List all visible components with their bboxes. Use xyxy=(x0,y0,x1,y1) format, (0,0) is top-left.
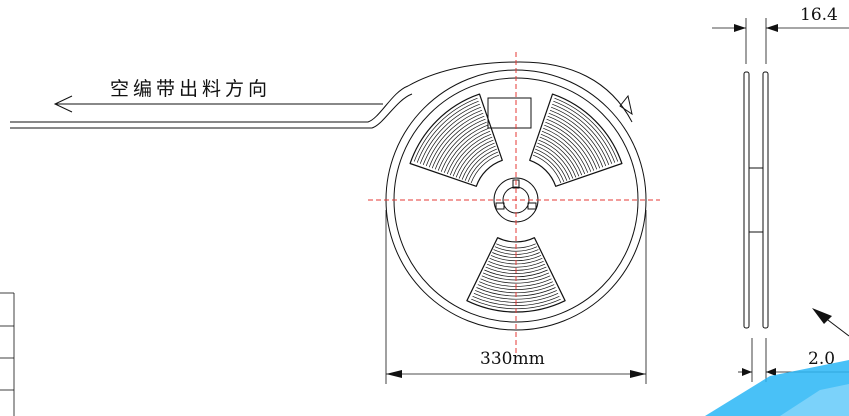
hub-label: 2.0 xyxy=(808,349,835,369)
sector-hatch-line xyxy=(494,246,538,252)
sector-hatch-line xyxy=(475,290,557,300)
partial-table xyxy=(0,292,15,416)
sector-hatch-line xyxy=(549,109,607,167)
sector-hatch-line xyxy=(538,139,577,178)
sector-hatch-line xyxy=(543,127,589,173)
sector-hatch-line xyxy=(533,151,565,183)
sector-hatch-line xyxy=(446,130,491,175)
sector-hatch-line xyxy=(537,142,574,179)
sector-hatch-line xyxy=(553,100,616,163)
sector-hatch-line xyxy=(416,100,479,163)
sector-hatch-line xyxy=(464,148,497,181)
sector-hatch-line xyxy=(455,139,494,178)
reel-side-view xyxy=(743,71,769,329)
sector-hatch-line xyxy=(540,133,583,176)
sector-hatch-line xyxy=(434,118,486,170)
sector-hatch-line xyxy=(552,103,613,164)
sector-hatch-line xyxy=(535,148,568,181)
sector-hatch-line xyxy=(481,275,551,284)
sector-hatch-line xyxy=(443,127,489,173)
sector-hatch-line xyxy=(545,121,595,171)
sector-hatch-line xyxy=(431,115,485,169)
sector-hatch-line xyxy=(488,260,544,268)
sector-hatch-line xyxy=(472,295,560,306)
sector-hatch-line xyxy=(541,130,586,175)
watermark-ribbon xyxy=(705,360,849,416)
sector-outline xyxy=(409,93,503,187)
diameter-dimension xyxy=(385,210,647,384)
sector-outline xyxy=(466,237,566,313)
sector-hatch-line xyxy=(492,252,540,258)
sector-hatch-line xyxy=(547,115,601,169)
sector-hatch-line xyxy=(452,136,493,177)
sector-hatch-line xyxy=(419,103,480,164)
sector-hatch-line xyxy=(458,142,495,179)
sector-hatch-line xyxy=(428,112,484,168)
sector-hatch-line xyxy=(422,106,482,166)
sector-window-left xyxy=(409,93,503,187)
sector-hatch-line xyxy=(548,112,604,168)
sector-hatch-line xyxy=(544,124,592,172)
sector-hatch-line xyxy=(532,154,562,184)
sector-hatch-line xyxy=(461,145,496,180)
sector-hatch-line xyxy=(425,109,483,167)
sector-hatch-line xyxy=(539,136,580,177)
sector-hatch-line xyxy=(440,124,488,172)
sector-hatch-line xyxy=(467,151,499,183)
direction-arrow xyxy=(53,95,383,113)
reel-front-view xyxy=(368,52,660,355)
diameter-label: 330mm xyxy=(480,349,545,369)
sector-hatch-line xyxy=(470,154,500,184)
sector-hatch-line xyxy=(449,133,492,176)
width-label: 16.4 xyxy=(800,5,838,25)
sector-hatch-line xyxy=(550,106,610,166)
direction-label: 空编带出料方向 xyxy=(110,78,271,100)
sector-outline xyxy=(529,93,623,187)
sector-hatch-line xyxy=(437,121,487,171)
label-window xyxy=(487,97,532,129)
sector-window-right xyxy=(529,93,623,187)
tape-strip xyxy=(10,61,633,129)
sector-hatch-line xyxy=(554,97,619,162)
sector-hatch-line xyxy=(413,97,478,162)
sector-hatch-line xyxy=(479,281,553,290)
sector-hatch-line xyxy=(536,145,571,180)
width-dimension xyxy=(712,18,849,64)
sector-hatch-line xyxy=(485,266,547,274)
sector-hatch-line xyxy=(546,118,598,170)
